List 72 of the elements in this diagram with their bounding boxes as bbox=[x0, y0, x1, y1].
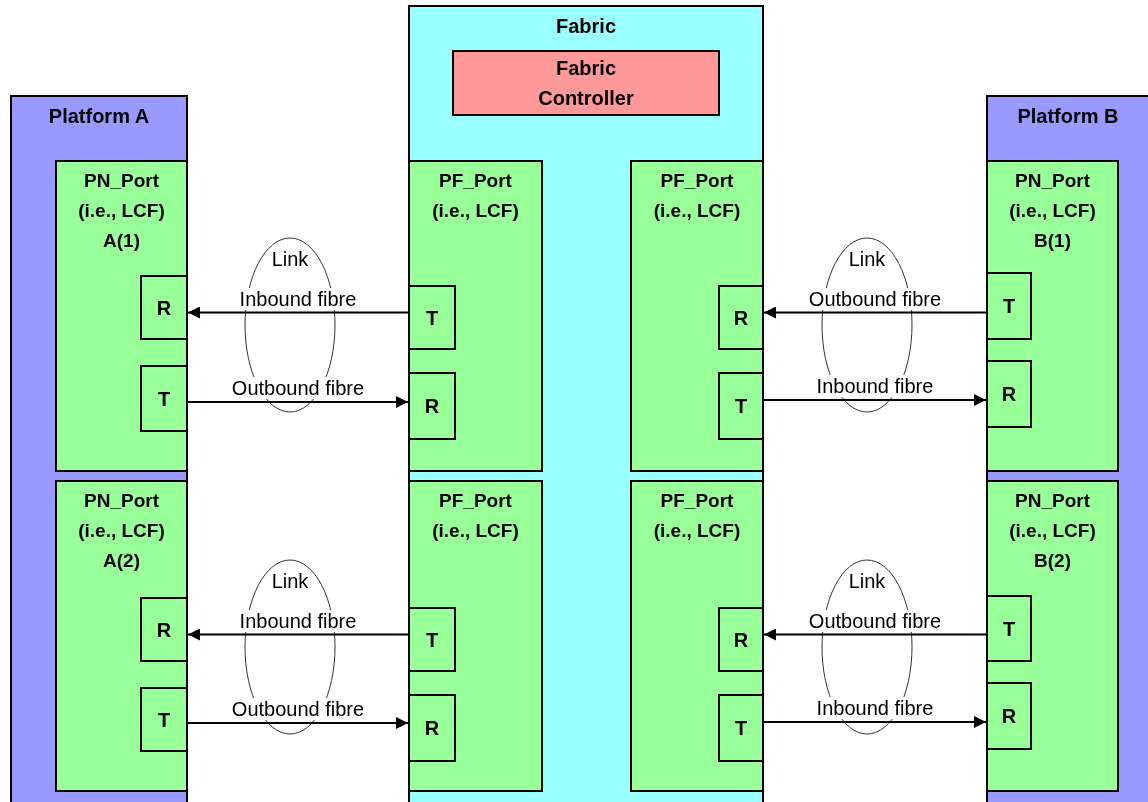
port-box bbox=[986, 160, 1119, 472]
port-label: PF_Port (i.e., LCF) bbox=[652, 489, 742, 543]
transceiver-label: T bbox=[1002, 616, 1016, 642]
arrow bbox=[187, 306, 409, 319]
link-label: Link bbox=[270, 248, 310, 270]
arrow bbox=[763, 716, 987, 728]
controller-box bbox=[452, 50, 720, 116]
link-label: Link bbox=[847, 248, 887, 270]
platform-label: Platform A bbox=[48, 104, 150, 129]
transceiver-label: T bbox=[425, 627, 439, 653]
edge-label: Outbound fibre bbox=[806, 609, 944, 632]
transceiver-label: R bbox=[156, 617, 172, 643]
transceiver-box bbox=[718, 607, 764, 672]
arrow bbox=[187, 628, 409, 641]
port-label: PN_Port (i.e., LCF) B(1) bbox=[1008, 169, 1097, 253]
transceiver-box bbox=[718, 694, 764, 762]
port-label: PN_Port (i.e., LCF) A(2) bbox=[77, 489, 166, 573]
transceiver-box bbox=[718, 372, 764, 440]
arrow bbox=[187, 717, 409, 729]
transceiver-label: R bbox=[733, 627, 749, 653]
transceiver-label: T bbox=[734, 716, 748, 741]
platform-box bbox=[10, 95, 188, 802]
port-box bbox=[55, 160, 188, 472]
transceiver-label: R bbox=[424, 394, 440, 419]
platform-box bbox=[986, 95, 1148, 802]
arrow bbox=[763, 628, 987, 641]
transceiver-box bbox=[408, 285, 456, 350]
transceiver-label: R bbox=[156, 295, 172, 321]
transceiver-box bbox=[986, 360, 1032, 428]
transceiver-box bbox=[986, 272, 1032, 340]
transceiver-box bbox=[140, 687, 188, 752]
transceiver-label: T bbox=[157, 386, 171, 412]
controller-label: Fabric Controller bbox=[537, 56, 635, 111]
transceiver-label: R bbox=[733, 305, 749, 331]
port-box bbox=[55, 480, 188, 792]
port-box bbox=[630, 480, 764, 792]
port-label: PF_Port (i.e., LCF) bbox=[431, 489, 520, 543]
port-box bbox=[408, 480, 543, 792]
port-label: PF_Port (i.e., LCF) bbox=[652, 169, 742, 223]
port-box bbox=[408, 160, 543, 472]
transceiver-box bbox=[408, 607, 456, 672]
port-box bbox=[630, 160, 764, 472]
transceiver-box bbox=[140, 275, 188, 340]
link-label: Link bbox=[270, 570, 310, 592]
transceiver-label: T bbox=[157, 707, 171, 733]
arrow bbox=[763, 394, 987, 406]
fabric-label: Fabric bbox=[556, 14, 616, 39]
transceiver-box bbox=[140, 597, 188, 662]
transceiver-box bbox=[718, 285, 764, 350]
transceiver-box bbox=[986, 595, 1032, 662]
edge-label: Outbound fibre bbox=[229, 698, 367, 720]
port-label: PN_Port (i.e., LCF) B(2) bbox=[1008, 489, 1097, 573]
transceiver-box bbox=[140, 365, 188, 432]
transceiver-box bbox=[408, 372, 456, 440]
edge-label: Outbound fibre bbox=[229, 377, 367, 399]
transceiver-label: R bbox=[1001, 704, 1017, 729]
arrow bbox=[763, 306, 987, 319]
transceiver-box bbox=[408, 694, 456, 762]
port-label: PF_Port (i.e., LCF) bbox=[431, 169, 520, 223]
port-label: PN_Port (i.e., LCF) A(1) bbox=[77, 169, 166, 253]
transceiver-label: R bbox=[424, 716, 440, 741]
arrow bbox=[187, 396, 409, 408]
platform-label: Platform B bbox=[1017, 104, 1119, 129]
transceiver-box bbox=[986, 682, 1032, 750]
transceiver-label: T bbox=[425, 305, 439, 331]
edge-label: Outbound fibre bbox=[806, 287, 944, 310]
link-label: Link bbox=[847, 570, 887, 592]
transceiver-label: R bbox=[1001, 382, 1017, 407]
port-box bbox=[986, 480, 1119, 792]
transceiver-label: T bbox=[1002, 294, 1016, 319]
transceiver-label: T bbox=[734, 394, 748, 419]
fabric-box bbox=[408, 5, 764, 802]
